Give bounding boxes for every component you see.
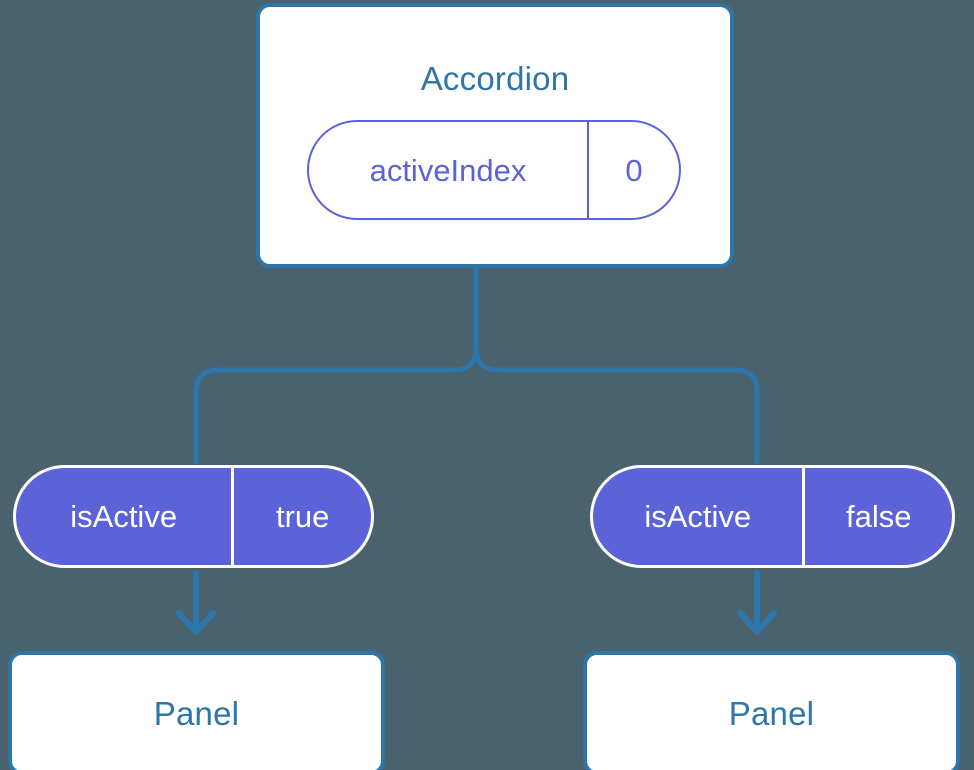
right-panel-state-pill[interactable]: isActive false: [590, 465, 955, 568]
right-panel-component-card[interactable]: Panel: [583, 651, 960, 770]
left-panel-state-pill[interactable]: isActive true: [13, 465, 374, 568]
arrow-left-to-panel: [176, 570, 216, 635]
left-panel-state-value: true: [231, 468, 371, 565]
left-panel-component-title: Panel: [153, 694, 240, 732]
right-panel-state-value: false: [802, 468, 952, 565]
accordion-component-title: Accordion: [420, 60, 570, 97]
right-panel-state-key: isActive: [644, 499, 752, 534]
right-panel-component-title: Panel: [728, 694, 815, 732]
accordion-state-key: activeIndex: [369, 152, 527, 188]
connector-branch-right: [473, 345, 760, 465]
accordion-state-value: 0: [586, 122, 679, 218]
connector-branch-left: [193, 345, 479, 465]
left-panel-state-key: isActive: [70, 499, 178, 534]
left-panel-component-card[interactable]: Panel: [8, 651, 385, 770]
accordion-state-pill[interactable]: activeIndex 0: [307, 120, 681, 220]
arrow-right-to-panel: [737, 570, 777, 635]
